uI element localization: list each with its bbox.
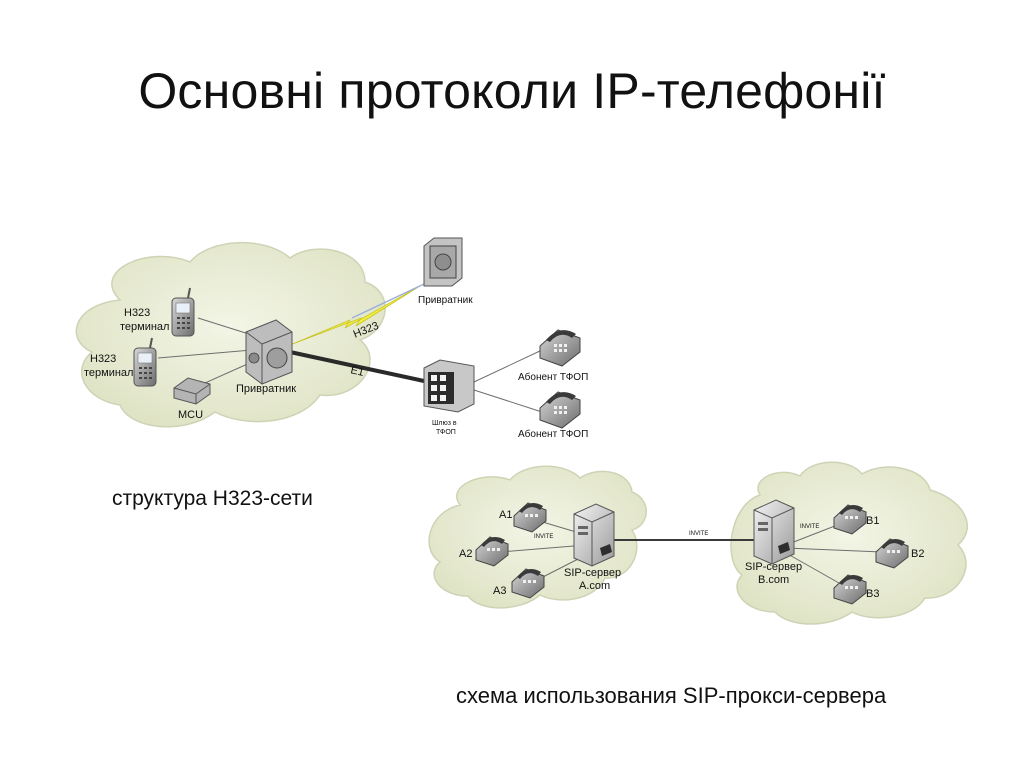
h323-terminal-2-icon [133, 337, 157, 387]
h323-wireless-link [289, 283, 425, 346]
phone-b3-label: B3 [866, 588, 879, 600]
h323-terminal-1-icon [171, 287, 195, 337]
gateway-label: Шлюз в [432, 420, 457, 427]
phone-a2-icon [475, 536, 509, 567]
sip-cloud-a [428, 465, 647, 609]
phone-a1-label: A1 [499, 509, 512, 521]
phone-a2-label: A2 [459, 548, 472, 560]
phone-b2-label: B2 [911, 548, 924, 560]
server-b-label: B.com [758, 574, 789, 586]
pstn-gateway-icon [423, 359, 475, 413]
server-a-label: A.com [579, 580, 610, 592]
slide-title: Основні протоколи IP-телефонії [138, 63, 886, 119]
terminal-1-label: H323 [124, 307, 150, 319]
phone-b3-icon [833, 574, 867, 605]
sip-cloud-b [730, 461, 969, 625]
phone-b1-label: B1 [866, 515, 879, 527]
gateway-label: ТФОП [436, 429, 456, 436]
phone-a3-label: A3 [493, 585, 506, 597]
h323-diagram-caption: структура H323-сети [112, 487, 313, 510]
invite-label-b: INVITE [800, 524, 819, 530]
invite-label-a: INVITE [534, 534, 553, 540]
mcu-icon [173, 377, 211, 405]
server-a-label: SIP-сервер [564, 567, 621, 579]
phone-a1-icon [513, 502, 547, 533]
sip-server-b-icon [753, 499, 795, 565]
sip-labels: A1 A2 A3 INVITE SIP-сервер A.com INVITE … [459, 509, 924, 600]
phone-a3-icon [511, 568, 545, 599]
sip-diagram-caption: схема использования SIP-прокси-сервера [456, 683, 887, 708]
h323-links [157, 317, 543, 413]
phone-b2-icon [875, 538, 909, 569]
terminal-2-label: H323 [90, 353, 116, 365]
gatekeeper-icon [245, 319, 293, 385]
mcu-label: MCU [178, 409, 203, 421]
h323-cloud [75, 241, 386, 428]
invite-label-link: INVITE [689, 531, 708, 537]
pstn-phone-1-icon [539, 329, 581, 367]
pstn-subscriber-1-label: Абонент ТФОП [518, 371, 588, 383]
remote-gatekeeper-label: Привратник [418, 295, 473, 306]
pstn-subscriber-2-label: Абонент ТФОП [518, 428, 588, 440]
gatekeeper-label: Привратник [236, 383, 296, 395]
pstn-phone-2-icon [539, 391, 581, 429]
remote-gatekeeper-icon [423, 237, 463, 287]
e1-link-label: E1 [349, 364, 365, 379]
h323-labels: H323 терминал H323 терминал MCU Привратн… [84, 295, 588, 440]
terminal-2-label: терминал [84, 367, 133, 379]
terminal-1-label: терминал [120, 321, 169, 333]
phone-b1-icon [833, 504, 867, 535]
server-b-label: SIP-сервер [745, 561, 802, 573]
e1-link [289, 350, 425, 383]
sip-server-a-icon [573, 503, 615, 567]
